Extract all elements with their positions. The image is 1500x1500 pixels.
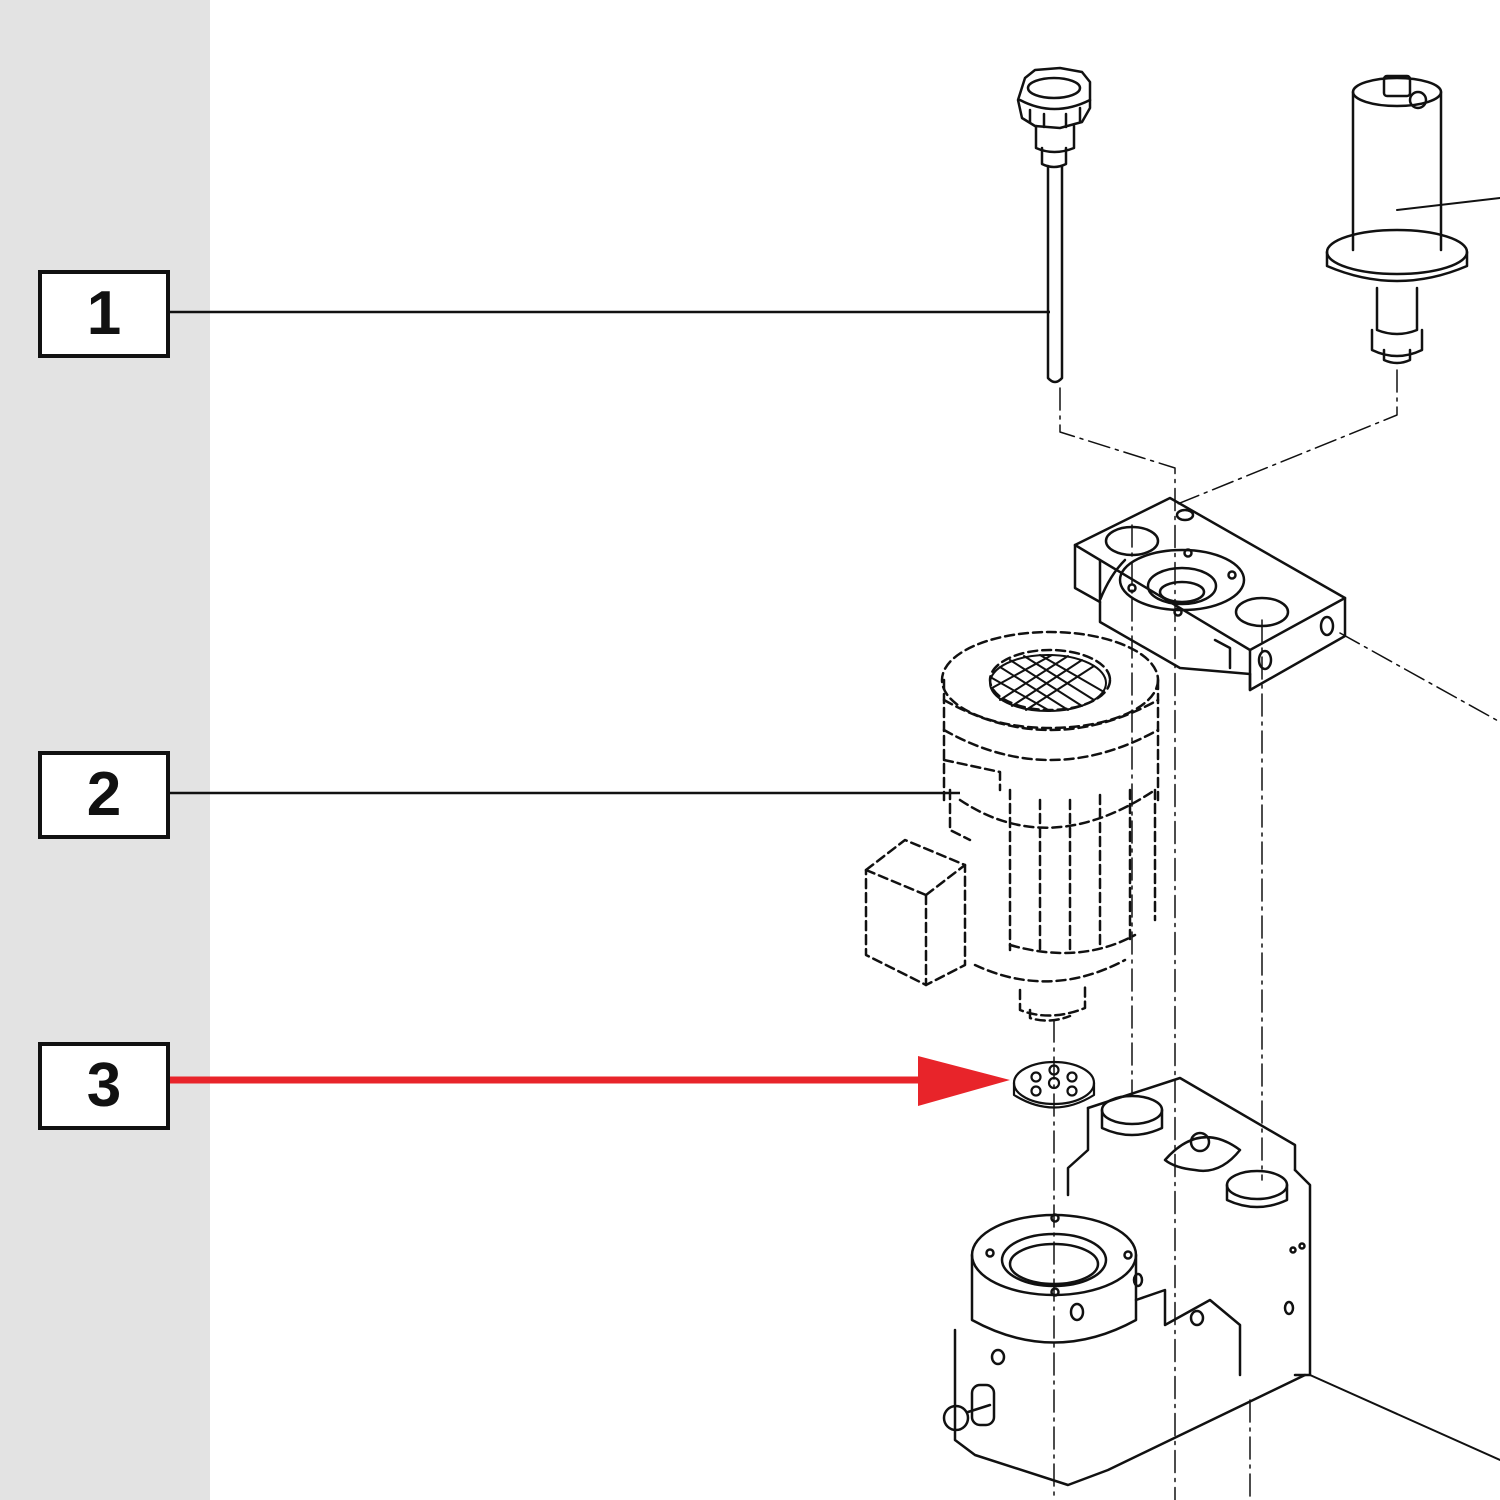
filter-disk-part-3 (1012, 1060, 1096, 1109)
callout-number-3: 3 (86, 1051, 122, 1120)
callout-sidebar (0, 0, 210, 1500)
assembly-axis-lines (1053, 369, 1500, 1500)
pressure-switch-part (1325, 74, 1500, 365)
callout-label-2[interactable]: 2 (38, 751, 170, 839)
callout-number-2: 2 (86, 760, 122, 829)
pump-housing (942, 1076, 1500, 1487)
dipstick-part-1 (1016, 66, 1092, 384)
callout-label-3[interactable]: 3 (38, 1042, 170, 1130)
callout-number-1: 1 (86, 279, 122, 348)
callout-label-1[interactable]: 1 (38, 270, 170, 358)
motor-fan-grille (989, 654, 1107, 712)
highlight-arrow-3 (166, 1056, 1010, 1106)
manifold-block (1073, 496, 1347, 692)
